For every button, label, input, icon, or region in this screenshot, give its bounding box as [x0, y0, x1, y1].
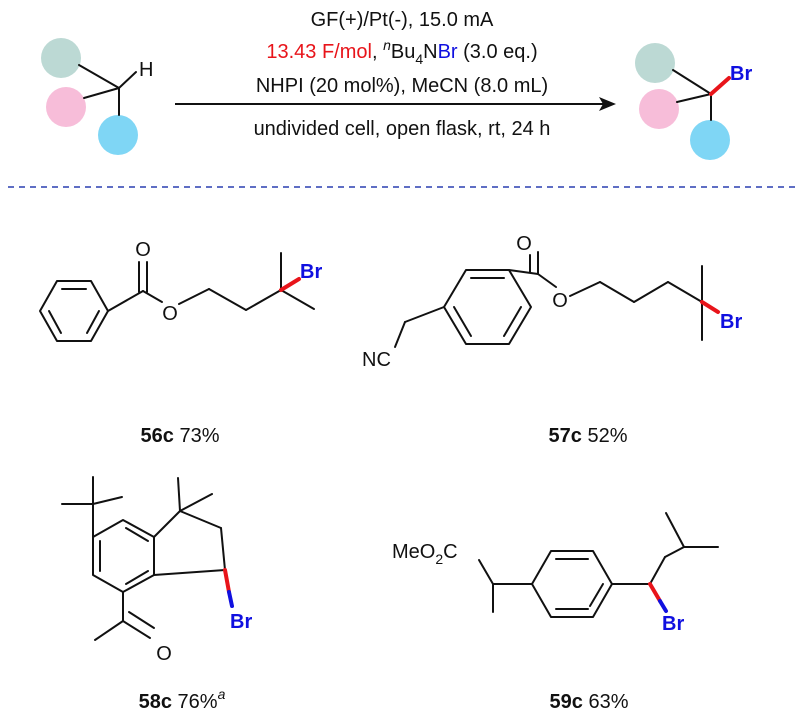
compound-59c-label: 59c 63%	[550, 691, 629, 713]
compound-56c: O O Br	[39, 239, 322, 342]
compound-57c-nitrile: NC	[362, 349, 391, 371]
compound-58c-yield: 76%	[178, 691, 218, 713]
faraday-amount: 13.43 F/mol	[266, 41, 372, 63]
compound-56c-yield: 73%	[179, 425, 219, 447]
condition-line-1: GF(+)/Pt(-), 15.0 mA	[311, 9, 494, 31]
condition-separator: ,	[372, 41, 383, 63]
compound-58c-carbonyl-oxygen: O	[156, 643, 172, 665]
compound-59c-id: 59c	[550, 691, 583, 713]
condition-line-4: undivided cell, open flask, rt, 24 h	[254, 118, 551, 140]
reactant-structure: H	[41, 38, 153, 155]
compound-56c-ester-oxygen: O	[162, 303, 178, 325]
compound-57c: NC O O Br	[362, 233, 742, 371]
compound-59c-carbon: C	[443, 541, 457, 563]
compound-57c-ester-oxygen: O	[552, 290, 568, 312]
compound-57c-yield: 52%	[587, 425, 627, 447]
butyl-subscript: 4	[415, 51, 423, 67]
ammonium-n: N	[423, 41, 437, 63]
compound-56c-carbonyl-oxygen: O	[135, 239, 151, 261]
compound-56c-bromine: Br	[300, 261, 322, 283]
compound-58c-footnote: a	[218, 686, 226, 702]
bromide-label: Br	[438, 41, 458, 63]
compound-58c-bromine: Br	[230, 611, 252, 633]
product-pink-substituent	[639, 89, 679, 129]
compound-57c-carbonyl-oxygen: O	[516, 233, 532, 255]
reactant-teal-substituent	[41, 38, 81, 78]
compound-58c: O Br	[61, 476, 252, 665]
product-new-c-br-bond	[709, 76, 731, 96]
product-bromine-label: Br	[730, 63, 752, 85]
reactant-pink-substituent	[46, 87, 86, 127]
compound-59c-yield: 63%	[588, 691, 628, 713]
compound-59c-subscript: 2	[435, 551, 443, 567]
reaction-arrow-head	[599, 97, 616, 111]
product-structure: Br	[635, 43, 752, 160]
compound-59c-bromine: Br	[662, 613, 684, 635]
compound-57c-label: 57c 52%	[549, 425, 628, 447]
compound-56c-id: 56c	[141, 425, 174, 447]
reactant-blue-substituent	[98, 115, 138, 155]
condition-line-3: NHPI (20 mol%), MeCN (8.0 mL)	[256, 75, 548, 97]
product-blue-substituent	[690, 120, 730, 160]
compound-59c-methoxy: MeO	[392, 541, 435, 563]
reaction-conditions: GF(+)/Pt(-), 15.0 mA 13.43 F/mol, nBu4NB…	[175, 9, 616, 140]
reactant-hydrogen-label: H	[139, 59, 153, 81]
compound-58c-id: 58c	[139, 691, 172, 713]
compound-57c-id: 57c	[549, 425, 582, 447]
compound-56c-label: 56c 73%	[141, 425, 220, 447]
reagent-equiv: (3.0 eq.)	[458, 41, 538, 63]
n-prefix: n	[383, 37, 391, 53]
condition-line-2: 13.43 F/mol, nBu4NBr (3.0 eq.)	[266, 37, 537, 67]
compound-57c-bromine: Br	[720, 311, 742, 333]
product-teal-substituent	[635, 43, 675, 83]
compound-59c-ester-group: MeO2C	[392, 541, 458, 567]
compound-59c: MeO2C Br	[392, 512, 719, 635]
compound-58c-label: 58c 76%a	[139, 686, 226, 713]
butyl-label: Bu	[391, 41, 415, 63]
